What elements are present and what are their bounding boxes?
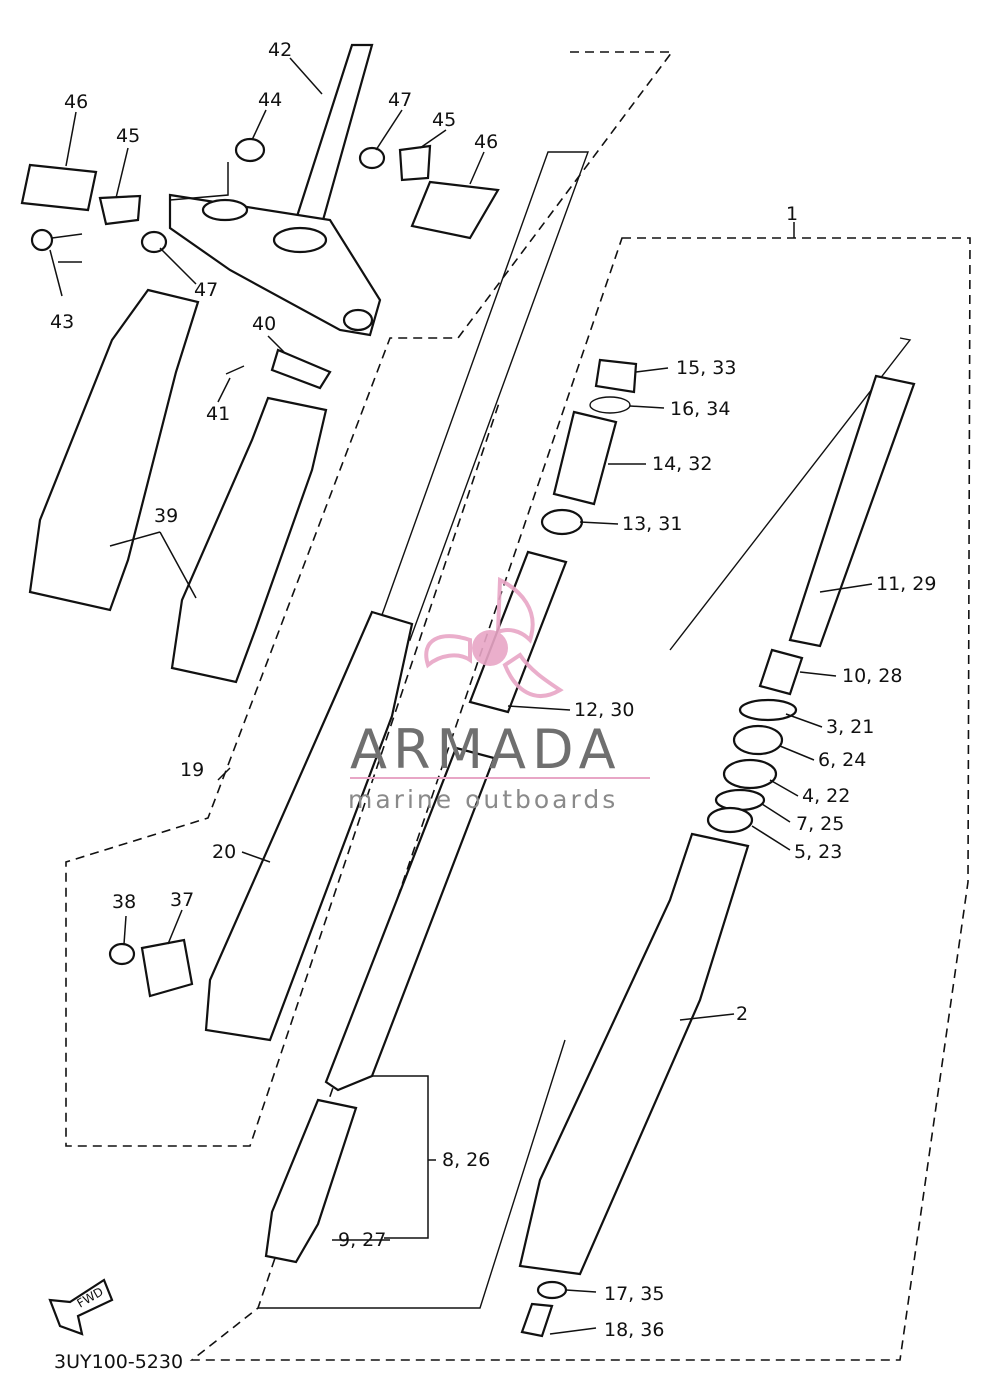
dust-seal-clip-3 [738, 698, 798, 722]
taper-spindle-10 [758, 648, 804, 696]
o-ring-16 [589, 396, 631, 414]
label-7-25: 7, 25 [796, 813, 844, 835]
nut-44 [234, 137, 266, 163]
copper-washer-17 [536, 1280, 568, 1300]
watermark-logo-icon [424, 576, 564, 698]
oil-seal-4 [722, 758, 778, 790]
label-6-24: 6, 24 [818, 749, 866, 771]
steering-stem-42 [168, 43, 382, 337]
reflector-bracket-45-left [98, 194, 142, 226]
outer-tube-2 [518, 832, 750, 1276]
label-3-21: 3, 21 [826, 716, 874, 738]
label-19: 19 [180, 759, 204, 781]
caliper-bracket-37 [140, 938, 194, 998]
label-11-29: 11, 29 [876, 573, 936, 595]
label-15-33: 15, 33 [676, 357, 736, 379]
screw-41 [225, 365, 245, 375]
label-46-left: 46 [64, 91, 88, 113]
bolt-43 [30, 228, 83, 252]
diagram-code: 3UY100-5230 [54, 1351, 183, 1373]
label-12-30: 12, 30 [574, 699, 634, 721]
fork-boot-39-right [170, 396, 328, 684]
fork-boot-39-left [28, 288, 200, 612]
label-41: 41 [206, 403, 230, 425]
bolt-18 [520, 1302, 554, 1338]
label-38: 38 [112, 891, 136, 913]
label-2: 2 [736, 1003, 748, 1025]
watermark-title: ARMADA [350, 718, 622, 781]
label-43: 43 [50, 311, 74, 333]
reflector-bracket-45-right [398, 144, 432, 182]
dust-seal-6 [732, 724, 784, 756]
label-10-28: 10, 28 [842, 665, 902, 687]
spacer-14 [552, 410, 618, 506]
cable-guide-40 [270, 348, 332, 390]
reflector-46-right [410, 180, 500, 240]
label-4-22: 4, 22 [802, 785, 850, 807]
label-45-right: 45 [432, 109, 456, 131]
label-1: 1 [786, 203, 798, 225]
cap-bolt-15 [594, 358, 638, 394]
label-20: 20 [212, 841, 236, 863]
label-47-right: 47 [388, 89, 412, 111]
slide-metal-9 [264, 1098, 358, 1264]
collar-47-right [358, 146, 386, 170]
collar-47-left [140, 230, 168, 254]
slide-metal-5 [706, 806, 754, 834]
label-47-left: 47 [194, 279, 218, 301]
label-5-23: 5, 23 [794, 841, 842, 863]
label-13-31: 13, 31 [622, 513, 682, 535]
inner-tube-assembly-outline [258, 151, 912, 1309]
label-40: 40 [252, 313, 276, 335]
outer-tube-20 [204, 610, 414, 1042]
reflector-46-left [20, 163, 98, 212]
inner-tube-8 [324, 746, 496, 1092]
washer-7 [714, 788, 766, 812]
label-46-right: 46 [474, 131, 498, 153]
label-8-26: 8, 26 [442, 1149, 490, 1171]
collar-38 [108, 942, 136, 966]
label-9-27: 9, 27 [338, 1229, 386, 1251]
fwd-arrow-icon: FWD [48, 1278, 114, 1336]
label-39: 39 [154, 505, 178, 527]
label-44: 44 [258, 89, 282, 111]
label-18-36: 18, 36 [604, 1319, 664, 1341]
watermark-subtitle: marine outboards [348, 785, 618, 814]
label-16-34: 16, 34 [670, 398, 730, 420]
label-37: 37 [170, 889, 194, 911]
leader-lines [49, 57, 873, 1335]
label-14-32: 14, 32 [652, 453, 712, 475]
damper-rod-11 [788, 374, 916, 648]
assembly-19-boundary [65, 51, 674, 1147]
label-45-left: 45 [116, 125, 140, 147]
spring-seat-13 [540, 508, 584, 536]
label-42: 42 [268, 39, 292, 61]
label-17-35: 17, 35 [604, 1283, 664, 1305]
